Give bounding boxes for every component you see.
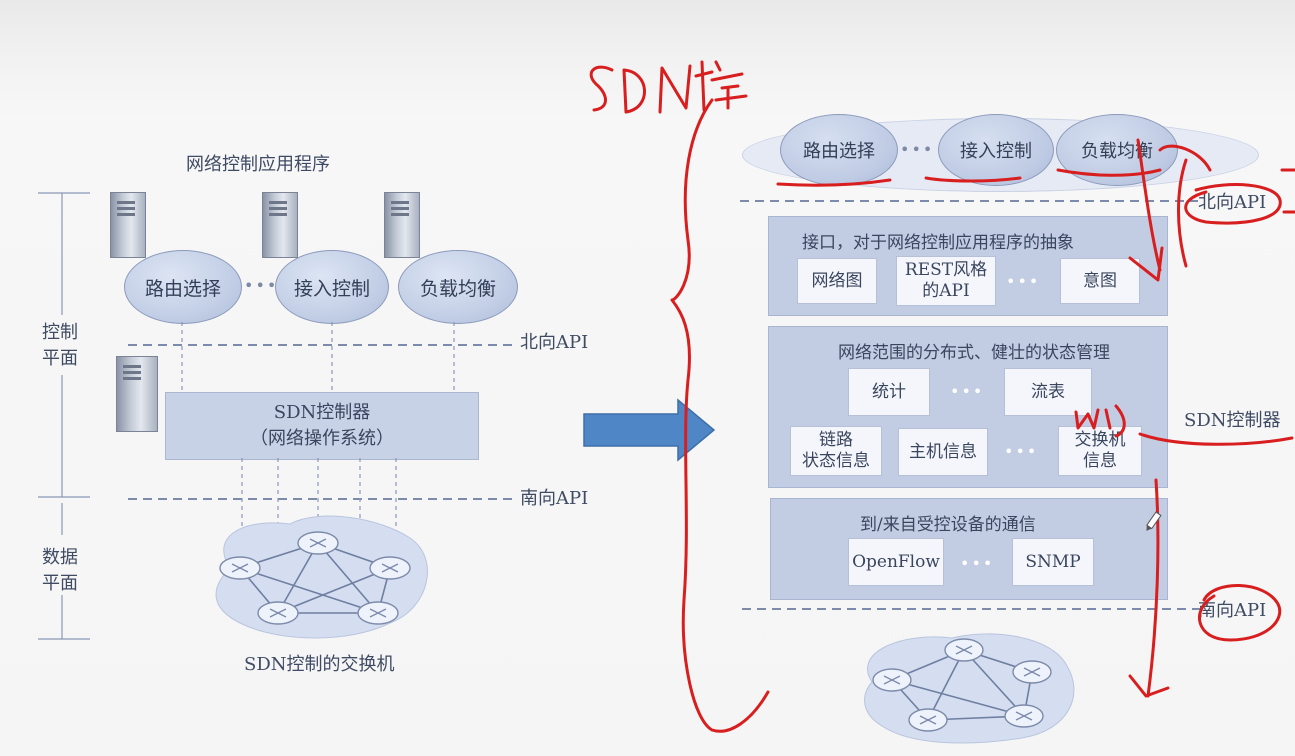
intent-box: 意图	[1060, 258, 1140, 304]
ellipsis: •••	[960, 554, 995, 573]
state-management-title: 网络范围的分布式、健壮的状态管理	[838, 343, 1110, 363]
app-access-control: 接入控制	[938, 114, 1054, 186]
data-plane-label: 数据 平面	[42, 547, 78, 594]
sdn-controller-box: SDN控制器 （网络操作系统）	[165, 392, 479, 460]
apps-title: 网络控制应用程序	[186, 154, 330, 175]
southbound-line	[128, 498, 516, 500]
statistics-box: 统计	[848, 368, 930, 416]
left-plane-bracket	[38, 192, 90, 640]
control-plane-label: 控制 平面	[42, 322, 78, 369]
controller-subtitle: （网络操作系统）	[250, 428, 394, 449]
southbound-line	[742, 608, 1200, 610]
northbound-label: 北向API	[1198, 192, 1267, 213]
ellipsis: •••	[900, 140, 935, 159]
app-routing: 路由选择	[124, 250, 242, 324]
southbound-label: 南向API	[1198, 600, 1267, 621]
ellipsis: •••	[244, 276, 279, 295]
northbound-label: 北向API	[520, 332, 589, 353]
communication-layer	[770, 498, 1168, 600]
server-icon	[110, 192, 146, 258]
transition-arrow	[583, 398, 716, 462]
app-routing: 路由选择	[780, 114, 898, 186]
northbound-line	[128, 344, 516, 346]
rest-api-box: REST风格 的API	[896, 256, 996, 306]
sdn-controller-label: SDN控制器	[1184, 410, 1281, 431]
ellipsis: •••	[1004, 442, 1039, 461]
server-icon	[262, 192, 298, 258]
northbound-line	[740, 200, 1198, 202]
southbound-label: 南向API	[520, 488, 589, 509]
app-connectors	[181, 322, 455, 392]
switches-caption: SDN控制的交换机	[244, 654, 395, 675]
link-state-box: 链路 状态信息	[790, 426, 882, 476]
server-icon	[116, 356, 158, 432]
network-graph-box: 网络图	[797, 258, 877, 304]
ellipsis: •••	[950, 382, 985, 401]
app-load-balance: 负载均衡	[398, 250, 518, 324]
left-switch-network	[215, 458, 428, 639]
openflow-box: OpenFlow	[848, 538, 944, 586]
app-access-control: 接入控制	[275, 250, 389, 324]
controller-title: SDN控制器	[273, 402, 371, 423]
flow-table-box: 流表	[1004, 368, 1092, 416]
abstraction-layer-title: 接口，对于网络控制应用程序的抽象	[802, 233, 1074, 253]
server-icon	[384, 192, 420, 258]
right-switch-network	[864, 633, 1075, 744]
host-info-box: 主机信息	[898, 428, 988, 476]
switch-info-box: 交换机 信息	[1058, 426, 1142, 476]
ellipsis: •••	[1006, 272, 1041, 291]
snmp-box: SNMP	[1012, 538, 1094, 586]
communication-layer-title: 到/来自受控设备的通信	[860, 515, 1036, 535]
